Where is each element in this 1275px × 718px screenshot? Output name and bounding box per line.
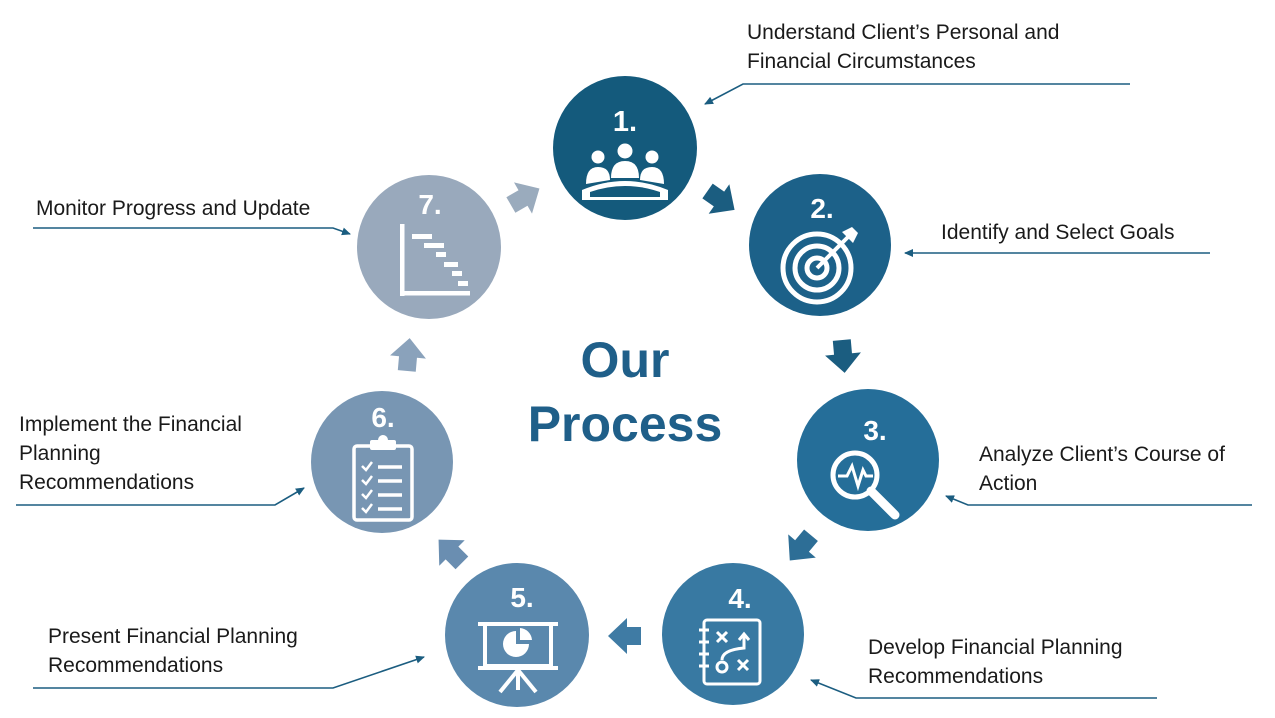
magnifier-pulse-icon [830, 450, 900, 520]
step-5: 5. [445, 563, 589, 707]
connector-arrows [390, 182, 861, 654]
clipboard-checklist-icon [352, 435, 414, 522]
step-2-label-line-1: Identify and Select Goals [941, 221, 1175, 244]
step-4: 4. [662, 563, 804, 705]
arrow-1-to-2 [702, 183, 735, 214]
step-1-label-line-1: Understand Client’s Personal and [747, 21, 1060, 44]
step-4-number: 4. [728, 583, 751, 614]
leader-line-5 [33, 655, 425, 689]
step-3: 3. [797, 389, 939, 531]
step-2-number: 2. [810, 193, 833, 224]
step-4-label: Develop Financial Planning Recommendatio… [868, 633, 1123, 691]
presentation-chart-icon [478, 622, 558, 694]
step-3-label: Analyze Client’s Course of Action [979, 440, 1225, 498]
arrow-2-to-3 [825, 339, 861, 373]
leader-line-6 [16, 487, 305, 506]
step-6-number: 6. [371, 402, 394, 433]
arrow-7-to-1 [506, 182, 540, 214]
arrow-6-to-7 [390, 338, 426, 372]
step-1: 1. [553, 76, 697, 220]
step-5-circle [445, 563, 589, 707]
step-7: 7. [357, 175, 501, 319]
step-3-label-line-1: Analyze Client’s Course of [979, 443, 1225, 466]
arrow-4-to-5 [608, 618, 641, 654]
title-line-1: Our [580, 332, 670, 388]
step-5-number: 5. [510, 582, 533, 613]
step-6: 6. [311, 391, 453, 533]
meeting-people-icon [582, 143, 668, 200]
leader-line-1 [704, 83, 1130, 105]
step-6-label-line-1: Implement the Financial [19, 413, 242, 436]
strategy-board-icon [699, 618, 762, 686]
step-2: 2. [749, 174, 891, 316]
step-5-label-line-1: Present Financial Planning [48, 625, 298, 648]
step-4-label-line-2: Recommendations [868, 665, 1044, 688]
step-6-label-line-2: Planning [19, 442, 101, 465]
leader-line-3 [945, 495, 1252, 506]
arrow-3-to-4 [788, 529, 818, 561]
title-line-2: Process [527, 396, 723, 452]
step-6-label-line-3: Recommendations [19, 471, 195, 494]
step-6-circle [311, 391, 453, 533]
step-3-number: 3. [863, 415, 886, 446]
step-6-label: Implement the Financial Planning Recomme… [19, 410, 242, 497]
step-7-label: Monitor Progress and Update [36, 194, 310, 223]
step-1-label: Understand Client’s Personal and Financi… [747, 18, 1059, 76]
step-4-circle [662, 563, 804, 705]
step-1-label-line-2: Financial Circumstances [747, 50, 976, 73]
leader-lines [16, 83, 1252, 699]
target-icon [780, 227, 858, 305]
step-7-label-line-1: Monitor Progress and Update [36, 197, 311, 220]
leader-line-7 [33, 227, 351, 236]
leader-line-4 [810, 679, 1157, 699]
step-1-number: 1. [613, 106, 637, 138]
step-4-label-line-1: Develop Financial Planning [868, 636, 1123, 659]
step-5-label-line-2: Recommendations [48, 654, 224, 677]
step-2-label: Identify and Select Goals [941, 218, 1174, 247]
step-3-label-line-2: Action [979, 472, 1038, 495]
step-7-number: 7. [418, 189, 441, 220]
gantt-chart-icon [400, 224, 470, 296]
arrow-5-to-6 [438, 539, 469, 570]
step-5-label: Present Financial Planning Recommendatio… [48, 622, 298, 680]
